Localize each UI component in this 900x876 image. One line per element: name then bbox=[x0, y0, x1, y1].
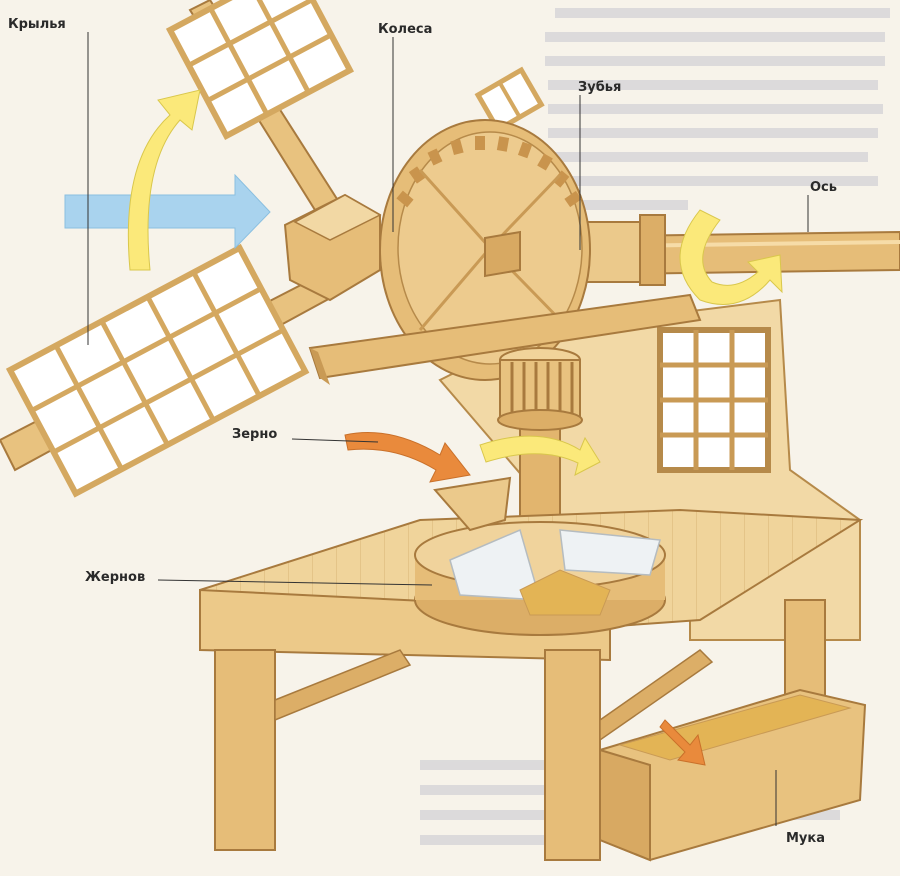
sails bbox=[0, 0, 545, 498]
millstone-assembly bbox=[414, 476, 666, 636]
label-axle: Ось bbox=[810, 180, 837, 195]
wind-arrow-icon bbox=[64, 173, 271, 250]
label-wings: Крылья bbox=[8, 17, 66, 32]
sail-rotation-arrow-icon bbox=[127, 89, 201, 271]
label-wheels: Колеса bbox=[378, 22, 433, 37]
label-teeth: Зубья bbox=[578, 80, 622, 95]
shaft-rotation-arrow-icon bbox=[479, 435, 601, 476]
leader-lines bbox=[87, 32, 809, 826]
arrows bbox=[64, 89, 783, 766]
label-millstone: Жернов bbox=[85, 570, 146, 585]
axle-rotation-arrow-icon bbox=[679, 209, 783, 305]
flour-box bbox=[599, 688, 867, 862]
flour-arrow-icon bbox=[659, 719, 706, 766]
grain-leader-line bbox=[291, 438, 379, 443]
grain-arrow-icon bbox=[344, 432, 471, 483]
gear-wheel bbox=[379, 119, 591, 381]
label-grain: Зерно bbox=[232, 427, 278, 442]
millstone-leader-line bbox=[157, 579, 433, 586]
support-beam bbox=[308, 293, 702, 385]
label-flour: Мука bbox=[786, 831, 826, 846]
